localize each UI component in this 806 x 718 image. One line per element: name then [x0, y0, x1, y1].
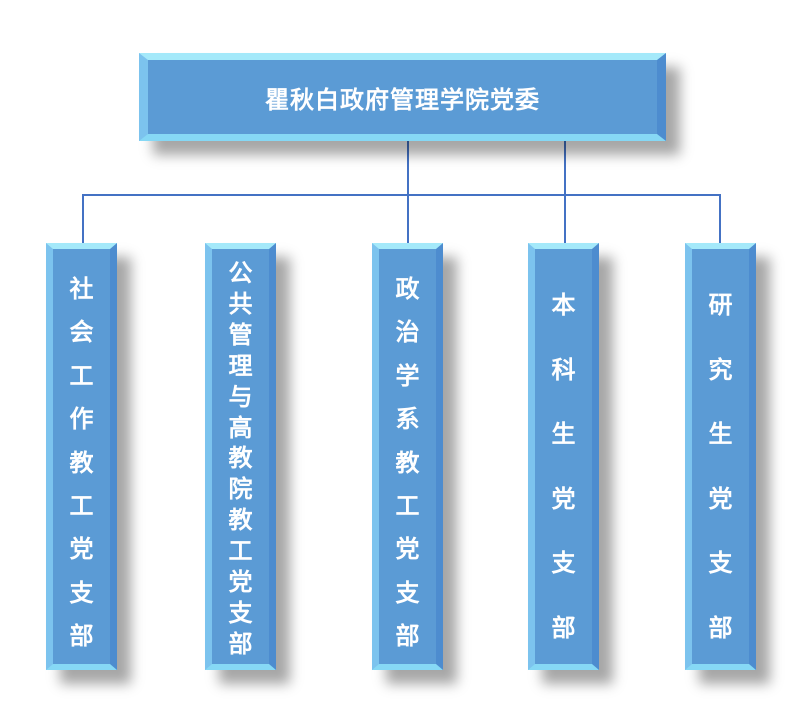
branch-node: 政治学系教工党支部 [372, 243, 443, 670]
branch-label-char: 工 [69, 360, 94, 390]
branch-label-char: 作 [69, 404, 94, 434]
branch-label-char: 支 [69, 577, 94, 607]
branch-label-char: 本 [551, 290, 576, 319]
branch-label-char: 部 [69, 621, 94, 650]
branch-label-char: 教 [228, 505, 253, 535]
connector-line [82, 194, 84, 243]
branch-label-char: 支 [708, 548, 733, 578]
branch-label-char: 生 [708, 419, 733, 449]
branch-node: 社会工作教工党支部 [46, 243, 117, 670]
branch-label-char: 政 [395, 274, 420, 303]
branch-node: 公共管理与高教院教工党支部 [205, 243, 276, 670]
branch-label-char: 部 [228, 628, 253, 658]
branch-label-char: 党 [551, 483, 576, 513]
branch-label-char: 党 [708, 483, 733, 513]
branch-label-char: 工 [228, 536, 253, 566]
branch-label-char: 究 [708, 354, 733, 384]
branch-label-char: 高 [228, 412, 253, 442]
branch-label-char: 学 [395, 360, 420, 390]
branch-label-char: 教 [395, 447, 420, 477]
branch-label-char: 支 [551, 548, 576, 578]
branch-label-char: 教 [228, 443, 253, 473]
branch-label-char: 研 [708, 290, 733, 319]
branch-label-char: 支 [395, 577, 420, 607]
connector-line [564, 141, 566, 243]
branch-label-char: 党 [228, 567, 253, 597]
branch-label-char: 党 [395, 534, 420, 564]
branch-label-char: 教 [69, 447, 94, 477]
branch-label-char: 与 [228, 381, 253, 411]
branch-label-char: 党 [69, 534, 94, 564]
connector-line [719, 194, 721, 243]
root-node: 瞿秋白政府管理学院党委 [139, 53, 666, 141]
branch-label-char: 理 [228, 350, 253, 380]
branch-node: 研究生党支部 [685, 243, 756, 670]
connector-line [407, 141, 409, 243]
branch-label-char: 部 [395, 621, 420, 650]
branch-label-char: 生 [551, 419, 576, 449]
branch-label-char: 管 [228, 319, 253, 349]
branch-label-char: 科 [551, 354, 576, 384]
branch-node: 本科生党支部 [528, 243, 599, 670]
branch-label-char: 公 [228, 258, 253, 287]
branch-label-char: 院 [228, 474, 253, 504]
branch-label-char: 工 [395, 490, 420, 520]
branch-label-char: 支 [228, 597, 253, 627]
branch-label-char: 共 [228, 288, 253, 318]
branch-label-char: 工 [69, 490, 94, 520]
branch-label-char: 系 [395, 404, 420, 434]
branch-label-char: 部 [708, 612, 733, 642]
branch-label-char: 会 [69, 317, 94, 347]
branch-label-char: 社 [69, 274, 94, 303]
branch-label-char: 部 [551, 612, 576, 642]
branch-label-char: 治 [395, 317, 420, 347]
root-label: 瞿秋白政府管理学院党委 [265, 84, 540, 114]
connector-line [82, 194, 721, 196]
